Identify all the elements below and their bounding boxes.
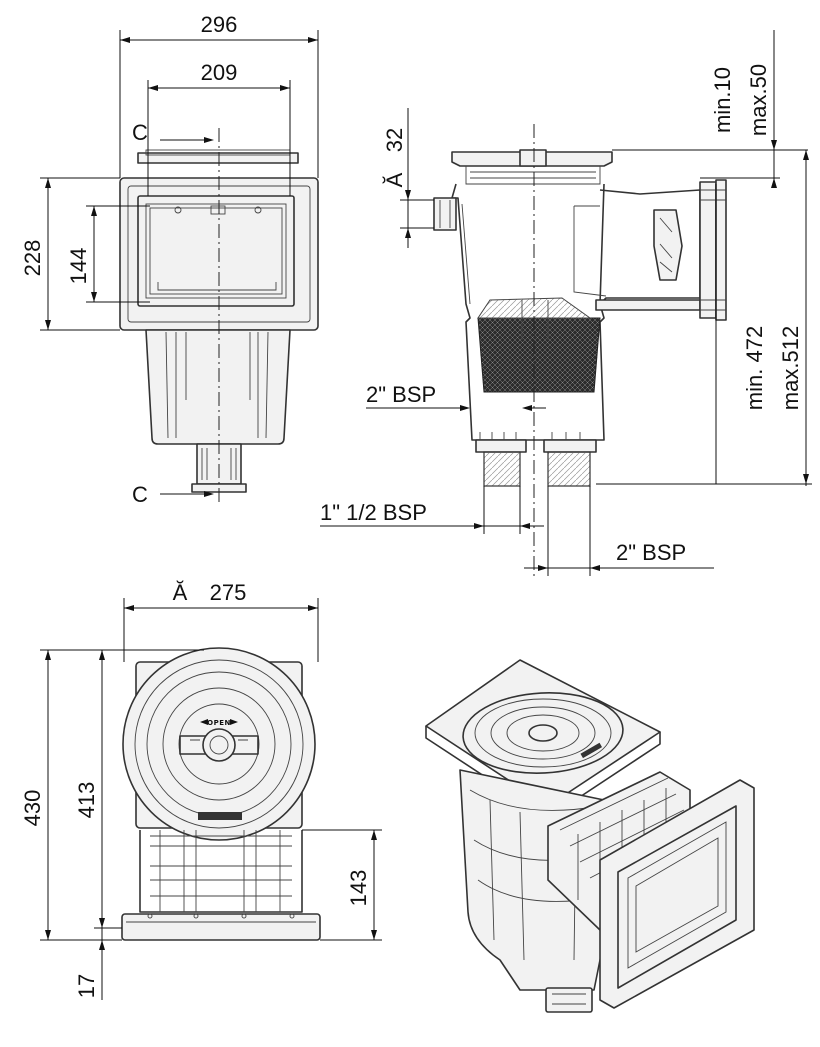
section-view: 32 Ă min.10 max.50 min. 472 max.512 2" B… bbox=[320, 30, 812, 580]
dim-width-outer: 296 bbox=[201, 12, 238, 37]
dim-total-height: 430 bbox=[20, 790, 45, 827]
pipe-left-label: 1" 1/2 BSP bbox=[320, 500, 427, 525]
lid-open-label: OPEN bbox=[207, 719, 231, 727]
top-view: OPEN Ă 275 430 413 bbox=[20, 580, 382, 1000]
lid-rim bbox=[137, 152, 299, 164]
skimmer-body bbox=[145, 329, 291, 445]
filter-basket bbox=[477, 317, 601, 393]
lid-tag bbox=[198, 812, 242, 820]
dim-top-width: 275 bbox=[210, 580, 247, 605]
dim-width-inner: 209 bbox=[201, 60, 238, 85]
dim-height-outer: 228 bbox=[20, 240, 45, 277]
section-mark-top: C bbox=[132, 120, 148, 145]
outlet-right bbox=[547, 451, 591, 487]
pipe-main-label: 2" BSP bbox=[366, 382, 436, 407]
section-body bbox=[451, 183, 605, 441]
isometric-view bbox=[425, 659, 755, 1013]
level-min: min.10 bbox=[710, 67, 735, 133]
level-max: max.50 bbox=[746, 64, 771, 136]
mouth-flange bbox=[699, 181, 717, 319]
height-min: min. 472 bbox=[742, 326, 767, 410]
dim-base-height: 17 bbox=[74, 974, 99, 998]
section-mark-bottom: C bbox=[132, 482, 148, 507]
outlet-left bbox=[483, 451, 521, 487]
dim-height-inner: 144 bbox=[66, 248, 91, 285]
width-mark: Ă bbox=[173, 580, 188, 605]
section-mark: Ă bbox=[382, 172, 407, 187]
iso-outlet bbox=[545, 987, 593, 1013]
dim-cage-height: 143 bbox=[346, 870, 371, 907]
dim-body-height: 413 bbox=[74, 782, 99, 819]
pipe-right-label: 2" BSP bbox=[616, 540, 686, 565]
front-view: 296 209 228 144 C C bbox=[20, 12, 319, 507]
height-max: max.512 bbox=[778, 326, 803, 410]
mouth-flange-top bbox=[121, 913, 321, 941]
throat-cage bbox=[139, 830, 303, 913]
dim-32: 32 bbox=[382, 128, 407, 152]
